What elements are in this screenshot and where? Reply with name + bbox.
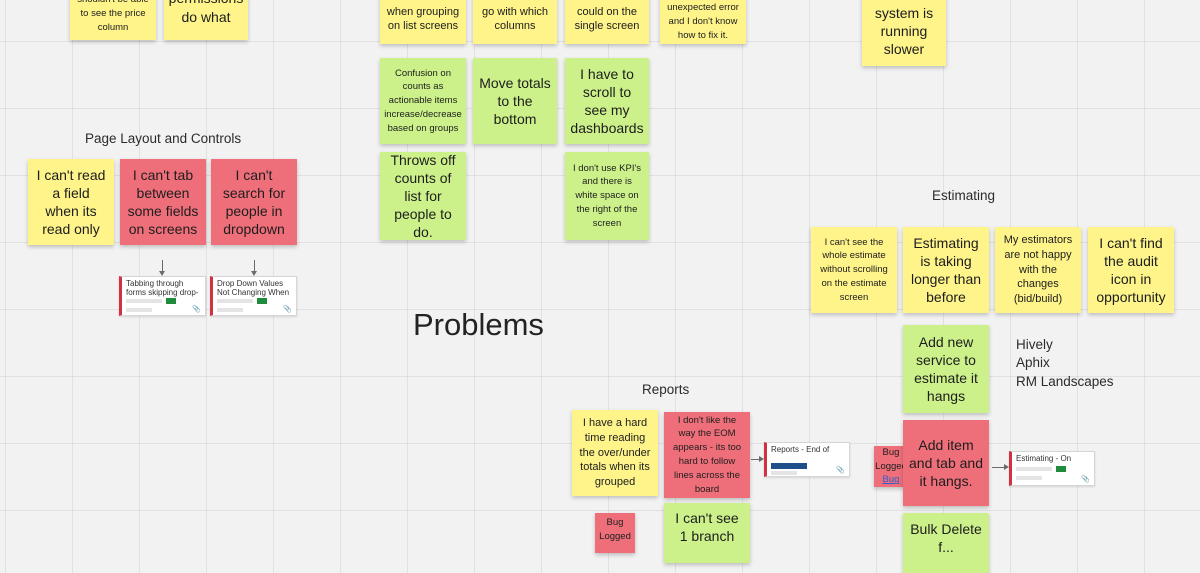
note-text: I have a hard time reading the over/unde… xyxy=(579,416,651,489)
sticky-note-move-totals[interactable]: Move totals to the bottom xyxy=(473,58,557,144)
card-title: Reports - End of xyxy=(771,445,830,454)
note-text: Add item and tab and it hangs. xyxy=(909,436,983,490)
note-text: Bug Logged xyxy=(599,517,631,542)
sticky-note-permissions[interactable]: permissions do what xyxy=(164,0,248,40)
card-title: Drop Down Values Not Changing When xyxy=(217,279,290,298)
note-text: My estimators are not happy with the cha… xyxy=(1003,233,1073,306)
progress-bar xyxy=(771,463,807,469)
note-text: Bug Logged xyxy=(875,446,907,472)
arrow-head-icon xyxy=(159,271,165,276)
sticky-note-estimating-longer[interactable]: Estimating is taking longer than before xyxy=(903,227,989,313)
sticky-note-add-item-tab[interactable]: Add item and tab and it hangs. xyxy=(903,420,989,506)
arrow-head-icon xyxy=(251,271,257,276)
attachment-icon: 📎 xyxy=(1081,476,1090,483)
status-chip xyxy=(1056,466,1066,472)
sticky-note-audit-icon[interactable]: I can't find the audit icon in opportuni… xyxy=(1088,227,1174,313)
sticky-note-bug-logged-2[interactable]: Bug Logged xyxy=(595,513,635,553)
sticky-note-confusion-counts[interactable]: Confusion on counts as actionable items … xyxy=(380,58,466,144)
note-text: I can't tab between some fields on scree… xyxy=(127,166,199,238)
note-text: I can't see 1 branch xyxy=(675,510,739,545)
sticky-note-bulk-delete[interactable]: Bulk Delete f... xyxy=(903,513,989,573)
attachment-icon: 📎 xyxy=(192,306,201,313)
note-text: Throws off counts of list for people to … xyxy=(390,152,456,240)
card-title: Tabbing through forms skipping drop- xyxy=(126,279,199,298)
sticky-note-kpis[interactable]: I don't use KPI's and there is white spa… xyxy=(565,152,649,240)
sticky-note-tab-fields[interactable]: I can't tab between some fields on scree… xyxy=(120,159,206,245)
sticky-note-scroll-dashboards[interactable]: I have to scroll to see my dashboards xyxy=(565,58,649,144)
note-text: counts are off when grouping on list scr… xyxy=(386,0,460,33)
card-placeholder xyxy=(1016,476,1042,480)
card-placeholder xyxy=(126,299,162,303)
note-text: I see an unexpected error and I don't kn… xyxy=(667,2,739,41)
note-text: The system is running slower xyxy=(874,0,934,58)
note-text: shouldn't be able to see the price colum… xyxy=(77,0,149,33)
sticky-note-whole-estimate[interactable]: I can't see the whole estimate without s… xyxy=(811,227,897,313)
sticky-note-single-screen[interactable]: much as I could on the single screen xyxy=(565,0,649,44)
label-page-layout: Page Layout and Controls xyxy=(85,131,242,146)
sticky-note-counts-grouping[interactable]: counts are off when grouping on list scr… xyxy=(380,0,466,44)
sticky-note-unexpected-error[interactable]: I see an unexpected error and I don't kn… xyxy=(660,0,746,44)
note-text: I don't use KPI's and there is white spa… xyxy=(572,162,642,229)
note-text: Add new service to estimate it hangs xyxy=(914,333,978,405)
label-estimating: Estimating xyxy=(932,188,996,203)
jira-card-reports-eom[interactable]: Reports - End of 📎 xyxy=(764,442,850,477)
note-text: much as I could on the single screen xyxy=(574,0,640,33)
sticky-note-estimators-unhappy[interactable]: My estimators are not happy with the cha… xyxy=(995,227,1081,313)
note-text: Bulk Delete f... xyxy=(910,521,982,556)
board-section-title: Problems xyxy=(413,307,544,342)
sticky-note-hard-time-reading[interactable]: I have a hard time reading the over/unde… xyxy=(572,410,658,496)
sticky-note-add-service[interactable]: Add new service to estimate it hangs xyxy=(903,325,989,413)
sticky-note-system-slower[interactable]: The system is running slower xyxy=(862,0,946,66)
connector-line xyxy=(751,459,760,460)
note-text: which totals go with which columns xyxy=(481,0,549,33)
sticky-note-price-column[interactable]: shouldn't be able to see the price colum… xyxy=(70,0,156,40)
card-placeholder xyxy=(217,299,253,303)
status-chip xyxy=(166,298,176,304)
arrow-head-icon xyxy=(759,456,764,462)
arrow-head-icon xyxy=(1004,464,1009,470)
note-text: I can't find the audit icon in opportuni… xyxy=(1096,234,1166,306)
client-name: RM Landscapes xyxy=(1016,374,1114,389)
jira-card-dropdown-values[interactable]: Drop Down Values Not Changing When 📎 xyxy=(210,276,297,316)
attachment-icon: 📎 xyxy=(283,306,292,313)
connector-line xyxy=(992,467,1005,468)
note-text: I have to scroll to see my dashboards xyxy=(570,65,644,137)
card-title: Estimating - On xyxy=(1016,454,1072,463)
note-text: Estimating is taking longer than before xyxy=(910,234,982,306)
sticky-note-read-field[interactable]: I can't read a field when its read only xyxy=(28,159,114,245)
jira-card-tabbing[interactable]: Tabbing through forms skipping drop- 📎 xyxy=(119,276,206,316)
card-placeholder xyxy=(126,308,152,312)
connector-line xyxy=(162,260,163,272)
card-placeholder xyxy=(217,308,243,312)
status-chip xyxy=(257,298,267,304)
note-text: I can't see the whole estimate without s… xyxy=(820,236,888,303)
card-placeholder xyxy=(771,471,797,475)
connector-line xyxy=(254,260,255,272)
sticky-note-search-people[interactable]: I can't search for people in dropdown xyxy=(211,159,297,245)
label-reports: Reports xyxy=(642,382,690,397)
sticky-note-one-branch[interactable]: I can't see 1 branch xyxy=(664,503,750,563)
note-text: Confusion on counts as actionable items … xyxy=(384,67,462,134)
jira-card-estimating-on[interactable]: Estimating - On 📎 xyxy=(1009,451,1095,486)
client-name: Hively xyxy=(1016,337,1053,352)
sticky-note-eom[interactable]: I don't like the way the EOM appears - i… xyxy=(664,412,750,498)
note-text: I don't like the way the EOM appears - i… xyxy=(672,414,742,495)
sticky-note-totals-columns[interactable]: which totals go with which columns xyxy=(473,0,557,44)
card-placeholder xyxy=(1016,467,1052,471)
attachment-icon: 📎 xyxy=(836,467,845,474)
bug-link[interactable]: Bug xyxy=(882,474,900,486)
sticky-note-bug-logged[interactable]: Bug Logged Bug xyxy=(874,446,908,487)
note-text: permissions do what xyxy=(169,0,244,25)
client-name: Aphix xyxy=(1016,355,1050,370)
note-text: Move totals to the bottom xyxy=(479,74,551,128)
note-text: I can't read a field when its read only xyxy=(36,166,106,238)
note-text: I can't search for people in dropdown xyxy=(222,166,286,238)
sticky-note-throws-off-counts[interactable]: Throws off counts of list for people to … xyxy=(380,152,466,240)
